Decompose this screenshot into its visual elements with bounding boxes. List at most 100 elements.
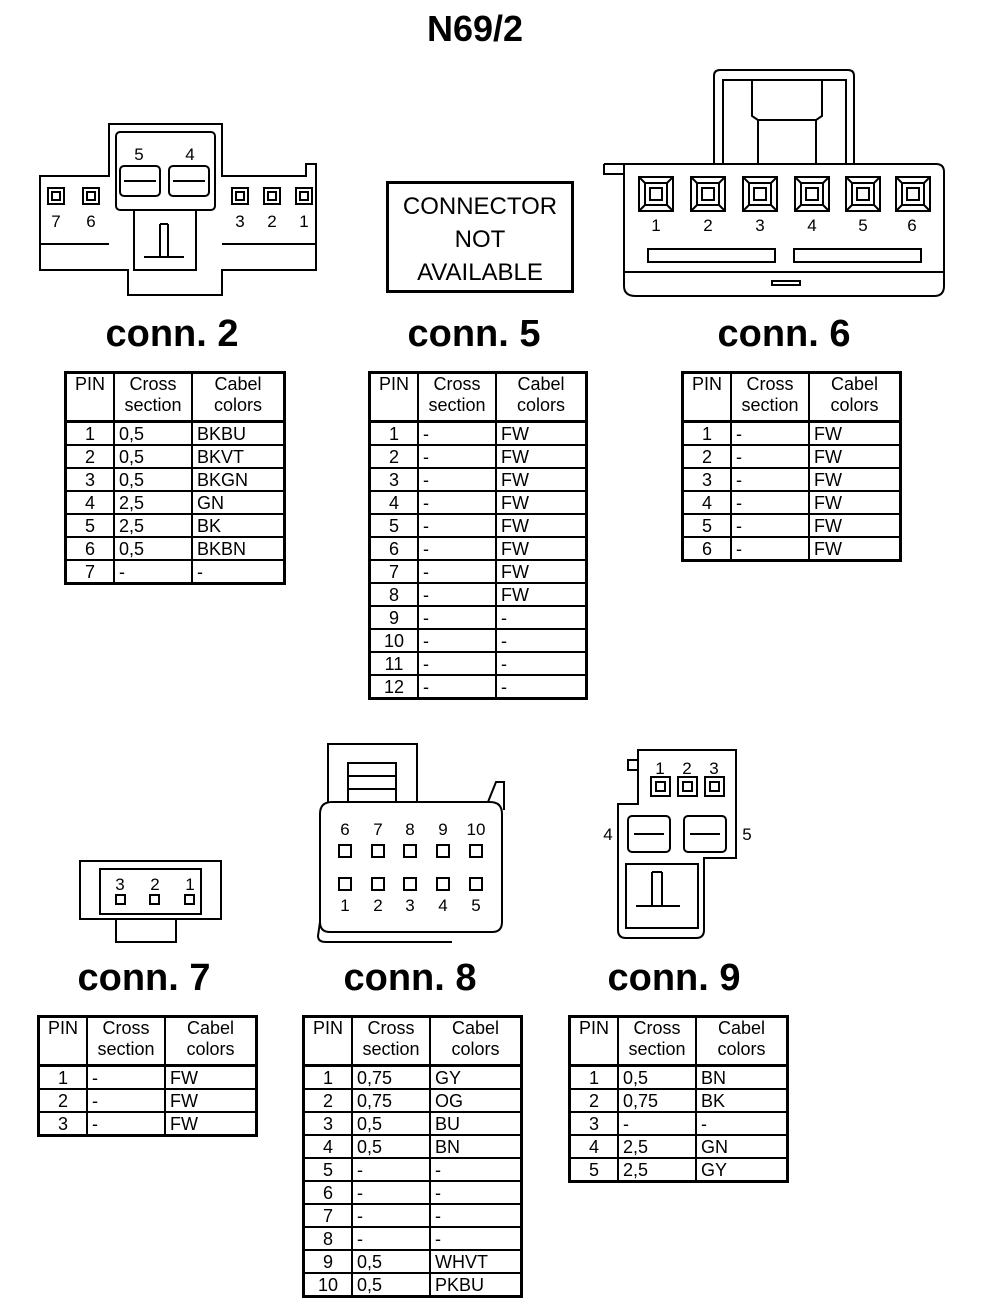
pin-label: 7 xyxy=(373,820,382,839)
cable-color-cell: - xyxy=(429,1203,523,1228)
pin-cell: 2 xyxy=(64,444,115,469)
cross-section-cell: 2,5 xyxy=(113,490,193,515)
cable-color-cell: - xyxy=(429,1180,523,1205)
table-row: 1-FW xyxy=(681,420,902,446)
cross-section-cell: - xyxy=(86,1088,166,1113)
not-available-line: CONNECTOR xyxy=(402,193,558,220)
pin-cell: 2 xyxy=(302,1088,353,1113)
cross-section-cell: - xyxy=(351,1180,431,1205)
cable-color-cell: FW xyxy=(495,444,588,469)
cross-section-cell: - xyxy=(417,513,497,538)
cross-section-cell: - xyxy=(86,1064,166,1090)
pin-cell: 3 xyxy=(368,467,419,492)
cable-color-cell: FW xyxy=(495,467,588,492)
conn2-label: conn. 2 xyxy=(105,313,239,355)
table-row: 8-- xyxy=(302,1226,523,1251)
pin-header: PIN xyxy=(568,1015,619,1067)
cross-section-cell: - xyxy=(417,536,497,561)
conn6-label: conn. 6 xyxy=(717,313,851,355)
table-row: 11-- xyxy=(368,651,588,676)
pin-label: 2 xyxy=(682,759,691,778)
cable-color-cell: BN xyxy=(695,1064,789,1090)
pin-cell: 3 xyxy=(37,1111,88,1137)
cross-section-cell: - xyxy=(351,1157,431,1182)
cross-section-cell: 0,5 xyxy=(351,1272,431,1298)
pin-label: 4 xyxy=(185,145,194,164)
pin-cell: 7 xyxy=(368,559,419,584)
cross-section-cell: - xyxy=(417,674,497,700)
pin-cell: 1 xyxy=(64,420,115,446)
pin-cell: 1 xyxy=(37,1064,88,1090)
pin-label: 6 xyxy=(86,212,95,231)
pin-label: 1 xyxy=(655,759,664,778)
cross-section-cell: - xyxy=(417,651,497,676)
cross-section-cell: - xyxy=(417,628,497,653)
conn5-label: conn. 5 xyxy=(407,313,541,355)
pin-cell: 6 xyxy=(368,536,419,561)
cable-color-cell: BU xyxy=(429,1111,523,1136)
pin-cell: 9 xyxy=(302,1249,353,1274)
cable-color-cell: BKVT xyxy=(191,444,286,469)
pin-label: 4 xyxy=(807,216,816,235)
pin-cell: 3 xyxy=(681,467,732,492)
pin-cell: 10 xyxy=(302,1272,353,1298)
pin-label: 1 xyxy=(299,212,308,231)
table-row: 12-- xyxy=(368,674,588,700)
conn2-connector-drawing: 5 4 7 6 3 2 1 xyxy=(39,123,317,296)
pin-label: 5 xyxy=(742,825,751,844)
pin-cell: 1 xyxy=(681,420,732,446)
cross-section-cell: - xyxy=(417,582,497,607)
pin-cell: 8 xyxy=(368,582,419,607)
cross-section-cell: - xyxy=(86,1111,166,1137)
pin-cell: 1 xyxy=(368,420,419,446)
pin-cell: 5 xyxy=(681,513,732,538)
pin-cell: 5 xyxy=(302,1157,353,1182)
cross-section-cell: - xyxy=(113,559,193,585)
pin-cell: 2 xyxy=(568,1088,619,1113)
pin-cell: 8 xyxy=(302,1226,353,1251)
cross-section-cell: 2,5 xyxy=(113,513,193,538)
cross-section-cell: 0,75 xyxy=(351,1088,431,1113)
pin-label: 5 xyxy=(134,145,143,164)
pin-cell: 5 xyxy=(64,513,115,538)
cable-color-cell: GN xyxy=(695,1134,789,1159)
pin-label: 6 xyxy=(907,216,916,235)
cross-section-cell: - xyxy=(351,1226,431,1251)
pin-label: 2 xyxy=(373,896,382,915)
cable-color-cell: FW xyxy=(164,1088,258,1113)
cross-section-cell: - xyxy=(730,420,810,446)
cable-color-cell: - xyxy=(495,605,588,630)
table-row: 4-FW xyxy=(681,490,902,515)
not-available-line: AVAILABLE xyxy=(417,259,543,286)
cross-section-cell: 0,75 xyxy=(351,1064,431,1090)
conn6-connector-drawing: 1 2 3 4 5 6 xyxy=(603,69,945,297)
cross-section-cell: 0,5 xyxy=(351,1111,431,1136)
cable-color-cell: FW xyxy=(808,420,902,446)
cable-color-cell: - xyxy=(495,674,588,700)
conn9-connector-drawing: 1 2 3 4 5 xyxy=(603,749,752,939)
table-row: 2-FW xyxy=(368,444,588,469)
pin-label: 3 xyxy=(405,896,414,915)
pin-label: 4 xyxy=(603,825,612,844)
pin-label: 1 xyxy=(651,216,660,235)
cable-color-cell: BKGN xyxy=(191,467,286,492)
pin-cell: 4 xyxy=(568,1134,619,1159)
cable-color-cell: WHVT xyxy=(429,1249,523,1274)
cross-section-cell: - xyxy=(417,444,497,469)
